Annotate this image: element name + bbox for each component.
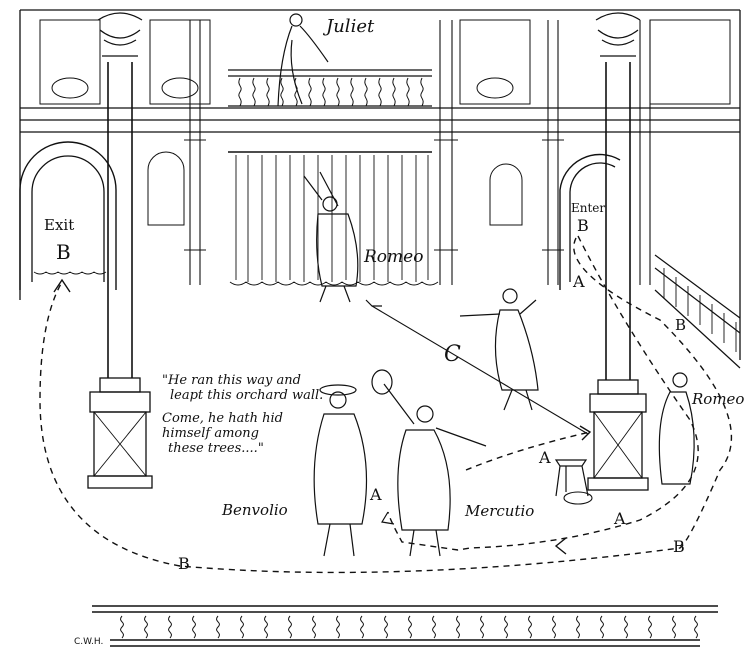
label-romeo-right: Romeo — [692, 390, 745, 408]
quote-line-1: "He ran this way and — [162, 373, 301, 388]
arrow-c — [365, 299, 382, 307]
label-benvolio: Benvolio — [222, 501, 288, 519]
right-pillar — [587, 12, 649, 491]
enter-door-right — [559, 153, 621, 290]
arrow-a-bottom — [554, 537, 567, 555]
side-railing — [654, 254, 741, 369]
artist-signature: C.W.H. — [74, 637, 104, 647]
exit-door-left — [19, 141, 117, 290]
label-mercutio: Mercutio — [465, 502, 535, 520]
label-exit: Exit — [44, 216, 75, 234]
benvolio-figure — [313, 384, 368, 557]
letter-enter-b: B — [577, 216, 589, 235]
letter-a-bottom-right: A — [614, 509, 626, 528]
stool — [554, 459, 589, 497]
path-b-outer — [39, 237, 733, 574]
path-a-inner — [387, 235, 699, 551]
arrow-a-mid — [579, 425, 592, 441]
romeo-right-figure — [658, 372, 695, 485]
juliet-figure — [277, 13, 329, 107]
quote-line-4: himself among — [162, 426, 259, 441]
window-right — [489, 163, 523, 226]
left-pillar — [87, 12, 153, 489]
letter-b-right-upper: B — [675, 316, 687, 334]
path-a-mid — [465, 431, 591, 471]
front-balustrade — [92, 605, 718, 647]
path-c — [371, 305, 589, 435]
gallery-panels — [39, 19, 731, 105]
label-romeo-window: Romeo — [364, 247, 424, 267]
romeo-window-figure — [303, 171, 359, 303]
movement-paths — [39, 235, 733, 574]
letter-a-right-mid: A — [539, 448, 551, 467]
window-left — [147, 151, 185, 226]
quote-line-5: these trees...." — [168, 441, 264, 456]
label-juliet: Juliet — [326, 16, 375, 37]
curtain — [228, 151, 439, 286]
quote-line-2: leapt this orchard wall. — [170, 388, 324, 403]
letter-a-left: A — [370, 485, 382, 504]
mercutio-figure — [371, 369, 487, 557]
label-enter: Enter — [571, 201, 606, 215]
letter-c-center: C — [444, 342, 461, 367]
arrow-exit — [53, 278, 71, 293]
balcony-balustrade — [228, 69, 432, 107]
letter-a-right-upper: A — [573, 272, 585, 291]
romeo-center-figure — [459, 288, 539, 411]
gallery-beam — [20, 107, 740, 133]
back-wall-columns — [184, 20, 651, 285]
arrow-a-left — [381, 511, 395, 525]
upper-frame — [19, 9, 741, 360]
dropped-hat — [563, 491, 593, 505]
dialogue-quote: "He ran this way and leapt this orchard … — [162, 373, 323, 456]
letter-b-bottom-left: B — [178, 554, 190, 573]
quote-line-3: Come, he hath hid — [162, 411, 283, 426]
letter-b-bottom-right: B — [673, 537, 685, 556]
letter-exit-b: B — [56, 240, 71, 264]
